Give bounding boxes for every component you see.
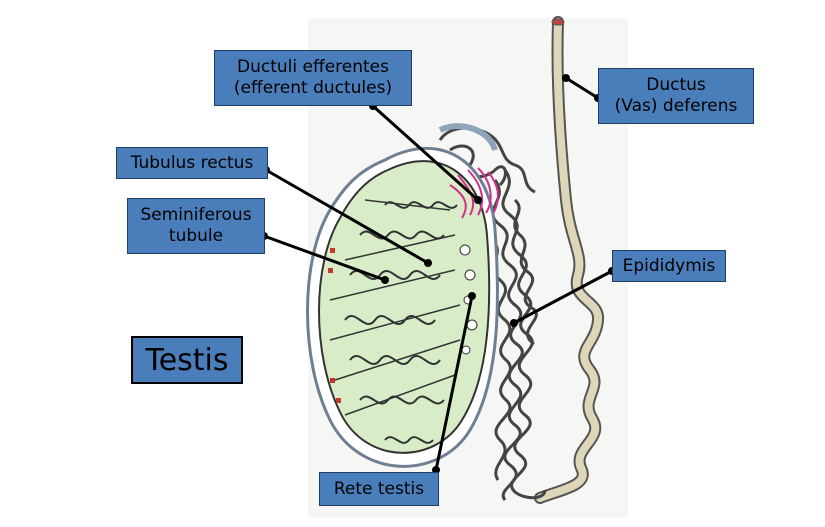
leader-ductuli-efferentes	[371, 104, 480, 202]
leader-ductus-deferens	[565, 76, 599, 100]
label-ductuli-efferentes: Ductuli efferentes (efferent ductules)	[214, 50, 412, 106]
leader-rete-testis	[434, 295, 474, 471]
label-ductus-deferens-line1: Ductus	[646, 75, 706, 95]
label-tubulus-rectus-line1: Tubulus rectus	[130, 152, 254, 173]
label-epididymis: Epididymis	[612, 250, 726, 282]
label-ductuli-efferentes-line2: (efferent ductules)	[233, 78, 393, 98]
label-rete-testis-line1: Rete testis	[333, 478, 425, 499]
leader-lines	[263, 76, 613, 471]
leader-tubulus-rectus	[265, 168, 429, 265]
leader-seminiferous-tubule	[263, 234, 386, 282]
label-tubulus-rectus: Tubulus rectus	[116, 147, 268, 179]
efferent-ductules-drawing	[449, 167, 499, 219]
label-seminiferous-tubule-line1: Seminiferous	[140, 205, 252, 225]
testis-body-drawing	[306, 123, 499, 468]
label-ductuli-efferentes-line1: Ductuli efferentes	[237, 57, 389, 77]
vas-deferens-drawing	[534, 16, 604, 504]
label-seminiferous-tubule-line2: tubule	[168, 226, 224, 246]
label-epididymis-line1: Epididymis	[622, 255, 716, 276]
label-seminiferous-tubule: Seminiferous tubule	[127, 198, 265, 254]
leader-epididymis	[513, 269, 613, 325]
label-ductus-deferens: Ductus (Vas) deferens	[598, 68, 754, 124]
label-ductus-deferens-line2: (Vas) deferens	[614, 96, 738, 116]
diagram-title: Testis	[131, 336, 243, 384]
label-rete-testis: Rete testis	[319, 472, 439, 506]
